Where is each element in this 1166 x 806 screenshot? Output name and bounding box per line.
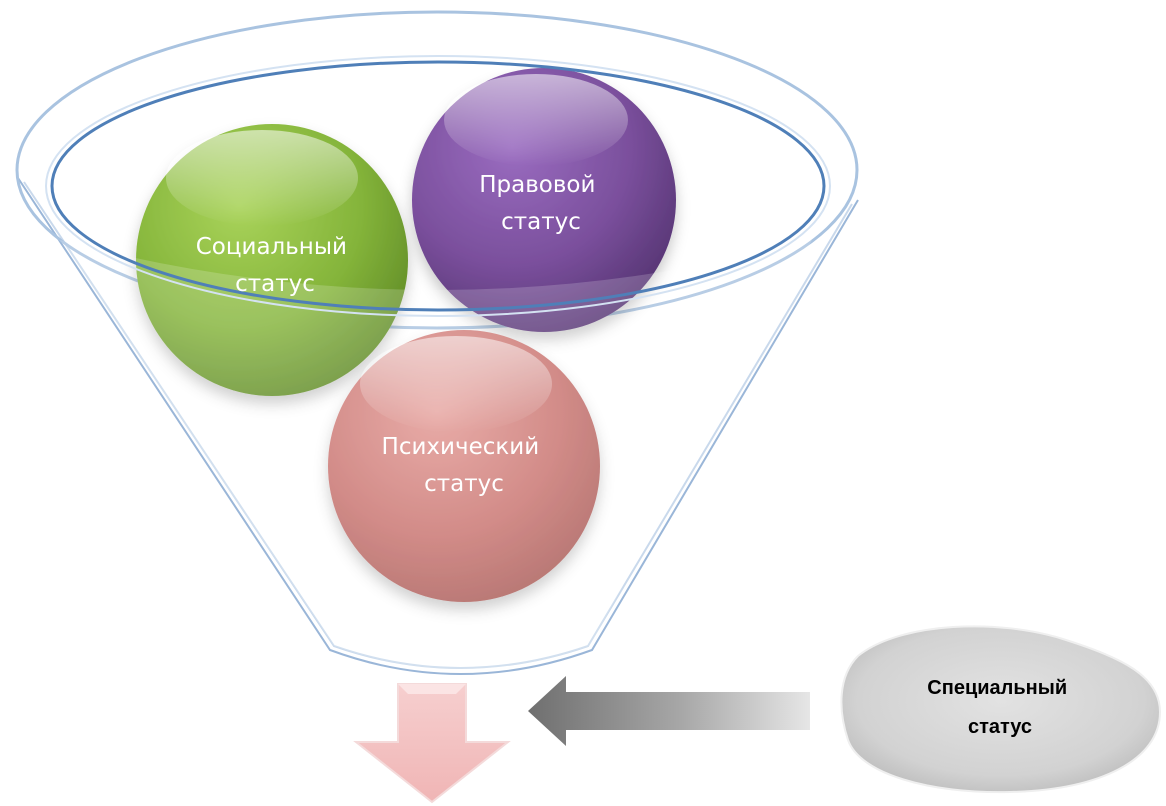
- funnel: [15, 10, 859, 675]
- left-arrow-icon: [528, 676, 810, 746]
- funnel-rim-outer: [15, 10, 859, 330]
- funnel-glass-overlay: [60, 240, 812, 669]
- down-arrow-shape: [353, 683, 511, 804]
- special-status-blob: [840, 625, 1162, 794]
- funnel-body-outline-inner: [23, 181, 853, 669]
- funnel-rim-inner-highlight: [45, 55, 831, 317]
- social-status-label-line2: статус: [235, 271, 315, 297]
- mental-status-label-line2: статус: [424, 471, 504, 497]
- down-arrow-bevel: [398, 684, 466, 694]
- special-status-label: Специальный статус: [927, 677, 1072, 738]
- special-status-shape: Специальный статус: [840, 625, 1162, 794]
- down-arrow-icon: [353, 683, 511, 804]
- funnel-body-outline: [17, 177, 859, 675]
- special-status-label-line1: Специальный: [927, 677, 1067, 699]
- mental-status-label-line1: Психический: [382, 434, 540, 460]
- legal-status-label-line2: статус: [501, 209, 581, 235]
- mental-status-ball: [328, 330, 600, 602]
- special-status-label-line2: статус: [968, 716, 1032, 738]
- social-status-label: Социальный статус: [196, 234, 355, 297]
- social-status-ball: [136, 124, 408, 396]
- social-status-label-line1: Социальный: [196, 234, 347, 260]
- legal-status-gloss: [444, 74, 628, 166]
- social-status-gloss: [166, 130, 358, 226]
- mental-status-label: Психический статус: [382, 434, 547, 497]
- funnel-rim-inner: [50, 60, 826, 312]
- legal-status-label: Правовой статус: [479, 172, 603, 235]
- legal-status-ball: [412, 68, 676, 332]
- legal-status-label-line1: Правовой: [479, 172, 595, 198]
- mental-status-gloss: [360, 336, 552, 432]
